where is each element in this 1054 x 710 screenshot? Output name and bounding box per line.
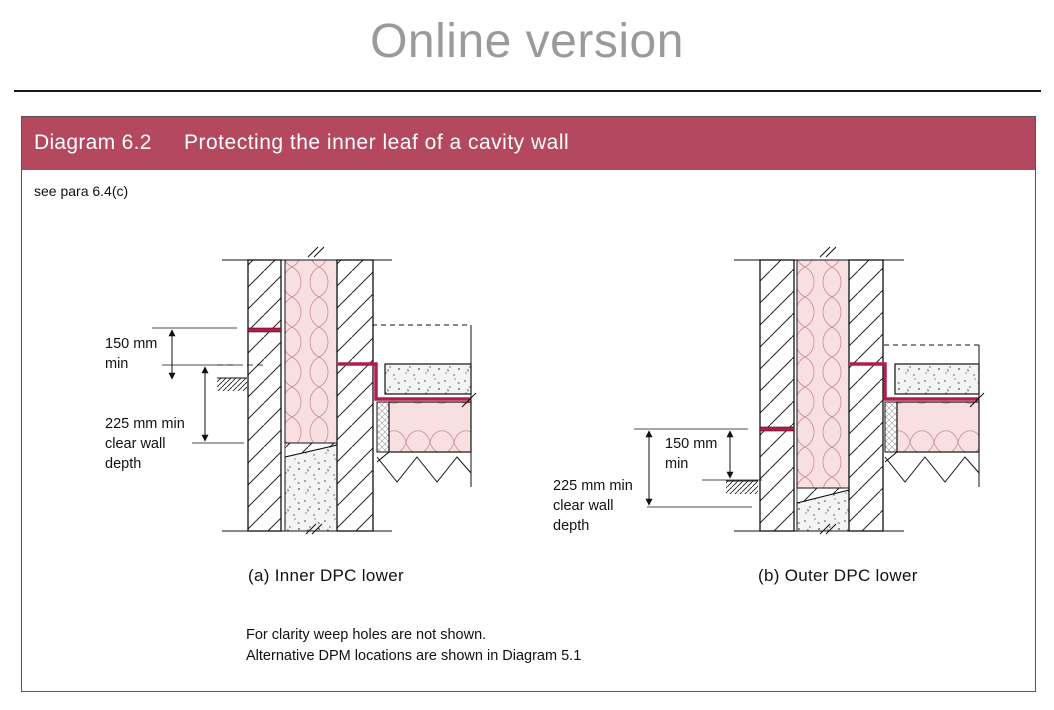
dim-a-150-line1: 150 mm [105, 336, 157, 352]
caption-b: (b) Outer DPC lower [758, 566, 918, 585]
dim-b-150-line1: 150 mm [665, 436, 717, 452]
header-rule [14, 90, 1041, 92]
dim-b-150-line2: min [665, 456, 688, 472]
section-a: 150 mm min 225 mm min clear wall depth (… [105, 246, 477, 585]
diagram-title: Protecting the inner leaf of a cavity wa… [184, 131, 570, 154]
section-b: 150 mm min 225 mm min clear wall depth (… [553, 246, 985, 585]
dim-a-225-line3: depth [105, 456, 141, 472]
diagram-number: Diagram 6.2 [34, 131, 152, 154]
wall-sections-drawing: 150 mm min 225 mm min clear wall depth (… [105, 246, 985, 585]
note-weep-holes: For clarity weep holes are not shown. [246, 627, 487, 643]
dim-b-225-line1: 225 mm min [553, 478, 633, 494]
watermark: Online version [370, 15, 684, 68]
dim-b-225-line2: clear wall [553, 498, 613, 514]
dim-a-225-line2: clear wall [105, 436, 165, 452]
dim-a-225-line1: 225 mm min [105, 416, 185, 432]
dim-b-225-line3: depth [553, 518, 589, 534]
dim-a-150-line2: min [105, 356, 128, 372]
caption-a: (a) Inner DPC lower [248, 566, 404, 585]
title-bar: Diagram 6.2 Protecting the inner leaf of… [22, 117, 1035, 170]
paragraph-reference: see para 6.4(c) [34, 183, 129, 199]
note-dpm-locations: Alternative DPM locations are shown in D… [246, 648, 582, 664]
diagram-panel: Diagram 6.2 Protecting the inner leaf of… [21, 116, 1036, 692]
